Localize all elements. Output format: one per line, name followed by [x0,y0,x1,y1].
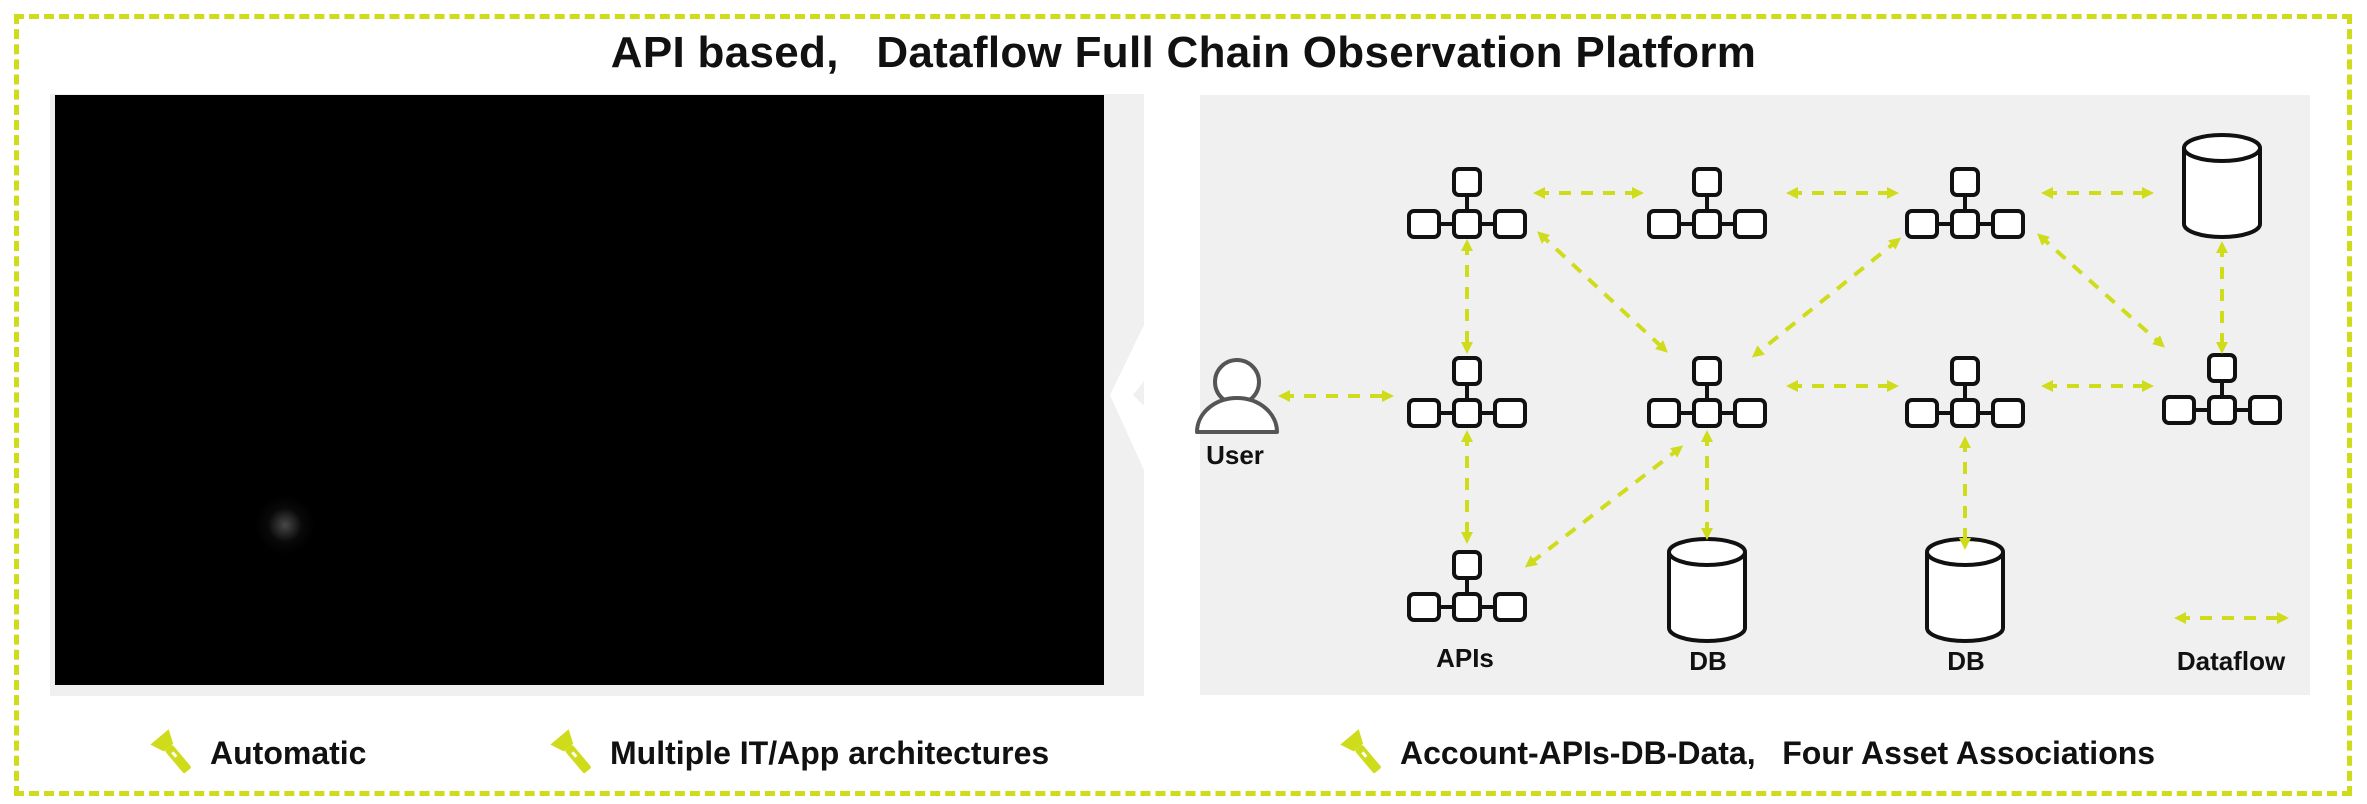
video-light-spot [255,495,315,555]
api-node [2162,353,2282,425]
dataflow-arrows [1278,187,2289,624]
apis-label: APIs [1436,643,1494,673]
database-icon [1925,537,2005,643]
page-title: API based, Dataflow Full Chain Observati… [610,28,1757,77]
user-label: User [1206,440,1264,470]
database-icon [1667,537,1747,643]
feature-label: Automatic [210,734,367,771]
api-node [1905,356,2025,428]
feature-item: Account-APIs-DB-Data, Four Asset Associa… [1338,728,2155,778]
db-label: DB [1947,646,1985,676]
api-node [1407,167,1527,239]
feature-item: Multiple IT/App architectures [548,728,1049,778]
legend-label: Dataflow [2177,646,2286,676]
dashed-frame [14,14,2352,796]
flashlight-icon [150,729,191,774]
flashlight-icon [1340,729,1381,774]
api-node [1407,356,1527,428]
user-icon [1195,358,1279,434]
feature-item: Automatic [148,728,366,778]
video-player[interactable] [55,95,1104,685]
flashlight-icon [550,729,591,774]
api-node [1647,167,1767,239]
api-node [1647,356,1767,428]
feature-label: Account-APIs-DB-Data, Four Asset Associa… [1400,734,2156,771]
feature-label: Multiple IT/App architectures [610,734,1050,771]
api-node [1407,550,1527,622]
api-node [1905,167,2025,239]
database-icon [2182,133,2262,239]
db-label: DB [1689,646,1727,676]
